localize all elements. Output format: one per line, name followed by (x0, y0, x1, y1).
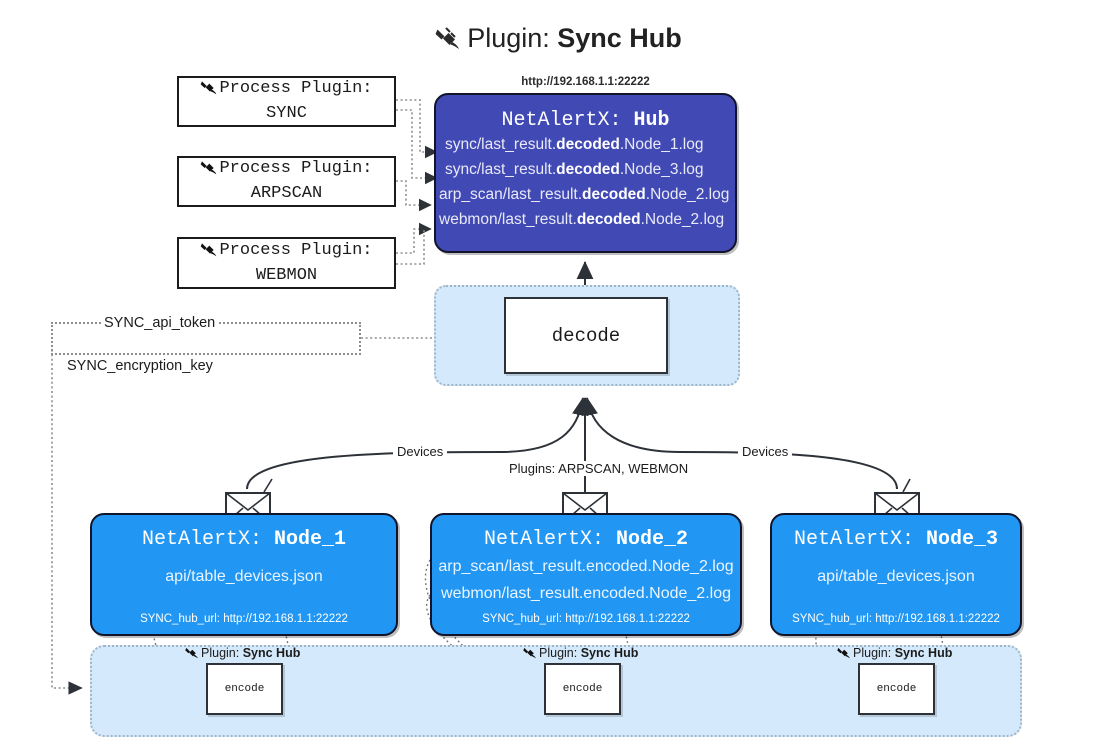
encode-box-node-1[interactable]: encode (206, 663, 283, 715)
hub-log-line: sync/last_result.decoded.Node_3.log (445, 161, 704, 178)
hub-title: NetAlertX: Hub (436, 109, 735, 132)
process-plugin-label: Process Plugin: (219, 240, 373, 260)
sync-encryption-key-label: SYNC_encryption_key (64, 358, 216, 374)
node-footer: SYNC_hub_url: http://192.168.1.1:22222 (792, 613, 1000, 625)
node-title: NetAlertX: Node_3 (793, 528, 999, 551)
hub-log-line: arp_scan/last_result.decoded.Node_2.log (439, 186, 730, 203)
node-box-node-1[interactable]: NetAlertX: Node_1 api/table_devices.json… (90, 513, 398, 636)
plugin-group-name: Sync Hub (580, 646, 639, 660)
encode-box-node-3[interactable]: encode (858, 663, 935, 715)
hub-log-line: sync/last_result.decoded.Node_1.log (445, 136, 704, 153)
plugin-to-hub-connectors (396, 99, 438, 265)
process-plugin-label: Process Plugin: (219, 159, 373, 178)
plugin-group-prefix: Plugin: (539, 646, 581, 660)
process-plugin-label: Process Plugin: (219, 79, 373, 98)
plugin-group-label-1: Plugin: Sync Hub (185, 646, 300, 662)
page-title-name: Sync Hub (557, 23, 682, 53)
node-box-node-2[interactable]: NetAlertX: Node_2 arp_scan/last_result.e… (430, 513, 742, 636)
plugin-group-prefix: Plugin: (201, 646, 243, 660)
plugin-group-name: Sync Hub (242, 646, 301, 660)
node-content-line: arp_scan/last_result.encoded.Node_2.log (438, 558, 734, 575)
page-title: Plugin: Sync Hub (0, 16, 1117, 63)
plugin-group-label-2: Plugin: Sync Hub (523, 646, 638, 662)
node-title: NetAlertX: Node_2 (483, 528, 689, 551)
plugin-group-name: Sync Hub (894, 646, 953, 660)
secrets-to-plugin-row-connector (51, 345, 83, 695)
node-box-node-3[interactable]: NetAlertX: Node_3 api/table_devices.json… (770, 513, 1022, 636)
edge-label-plugins: Plugins: ARPSCAN, WEBMON (505, 461, 693, 476)
plugin-group-label-3: Plugin: Sync Hub (837, 646, 952, 662)
node-footer: SYNC_hub_url: http://192.168.1.1:22222 (140, 613, 348, 625)
process-plugin-box-sync[interactable]: Process Plugin: SYNC (177, 76, 396, 127)
hub-node-box[interactable]: NetAlertX: Hub sync/last_result.decoded.… (434, 93, 737, 253)
node-content-line: webmon/last_result.encoded.Node_2.log (441, 585, 731, 602)
node-title: NetAlertX: Node_1 (141, 528, 347, 551)
plug-icon (200, 241, 218, 265)
plug-icon (435, 19, 461, 63)
node-content-line: api/table_devices.json (817, 568, 975, 585)
hub-title-prefix: NetAlertX: (501, 109, 634, 132)
node-footer: SYNC_hub_url: http://192.168.1.1:22222 (482, 613, 690, 625)
plug-icon (200, 79, 218, 103)
plugin-group-prefix: Plugin: (853, 646, 895, 660)
node-content-line: api/table_devices.json (165, 568, 323, 585)
process-plugin-name: ARPSCAN (250, 184, 323, 203)
process-plugin-box-arpscan[interactable]: Process Plugin: ARPSCAN (177, 156, 396, 207)
edge-label-devices-right: Devices (738, 444, 793, 459)
plug-icon (523, 646, 537, 662)
process-plugin-name: WEBMON (255, 265, 318, 285)
nodes-to-decode-edges (246, 397, 898, 492)
hub-url-label: http://192.168.1.1:22222 (521, 76, 650, 88)
sync-api-token-label: SYNC_api_token (101, 315, 219, 331)
process-plugin-name: SYNC (266, 104, 307, 123)
process-plugin-box-webmon[interactable]: Process Plugin: WEBMON (177, 237, 396, 289)
hub-log-line: webmon/last_result.decoded.Node_2.log (439, 211, 725, 228)
hub-title-name: Hub (633, 109, 670, 132)
plug-icon (185, 646, 199, 662)
plug-icon (200, 159, 218, 183)
plug-icon (837, 646, 851, 662)
page-title-prefix: Plugin: (467, 23, 558, 53)
edge-label-devices-left: Devices (393, 444, 448, 459)
decode-box[interactable]: decode (504, 297, 668, 374)
encode-box-node-2[interactable]: encode (544, 663, 621, 715)
